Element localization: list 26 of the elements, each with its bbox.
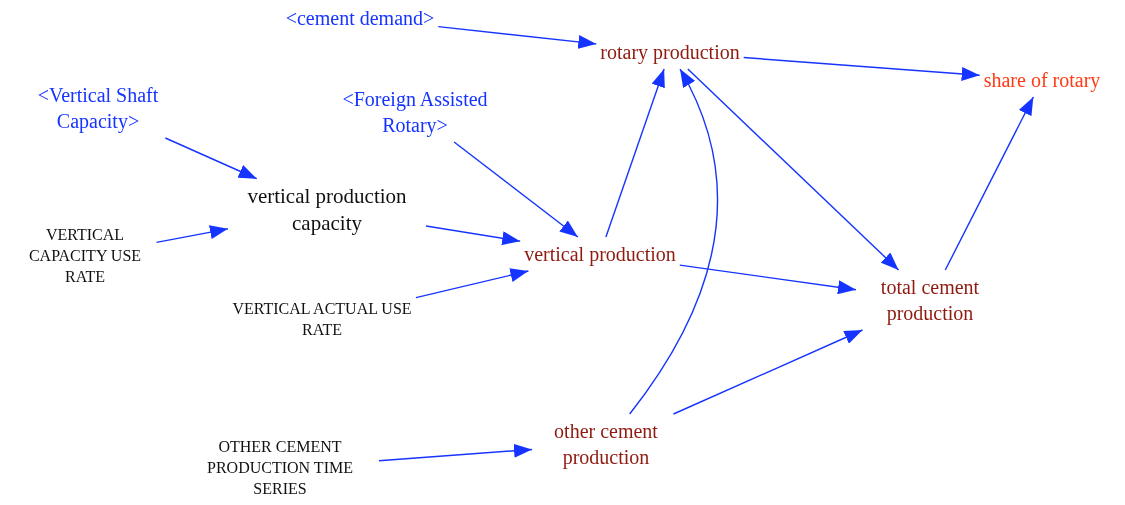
arrow <box>453 141 579 238</box>
arrow <box>944 96 1035 271</box>
variable-label: vertical production <box>524 241 676 267</box>
variable-label: VERTICAL ACTUAL USE RATE <box>232 299 412 341</box>
arrow <box>415 268 530 299</box>
arrow <box>605 68 665 238</box>
variable-label: <cement demand> <box>285 5 435 31</box>
variable-label: rotary production <box>600 39 740 65</box>
arrow <box>687 68 900 271</box>
variable-label: <Foreign Assisted Rotary> <box>317 86 513 138</box>
arrow <box>378 443 533 462</box>
arrow <box>164 137 258 180</box>
variable-label: total cement production <box>860 274 1000 326</box>
variable-label: vertical production capacity <box>232 182 422 238</box>
variable-label: <Vertical Shaft Capacity> <box>8 82 188 134</box>
arrow <box>629 68 719 415</box>
arrow <box>437 25 597 49</box>
variable-label: other cement production <box>536 418 676 470</box>
arrow <box>155 225 229 244</box>
variable-label: share of rotary <box>983 67 1101 93</box>
arrow <box>679 264 857 295</box>
arrow <box>743 56 981 81</box>
variable-label: VERTICAL CAPACITY USE RATE <box>17 224 153 288</box>
arrow <box>672 329 864 415</box>
arrow <box>425 225 521 246</box>
variable-label: OTHER CEMENT PRODUCTION TIME SERIES <box>185 436 375 500</box>
